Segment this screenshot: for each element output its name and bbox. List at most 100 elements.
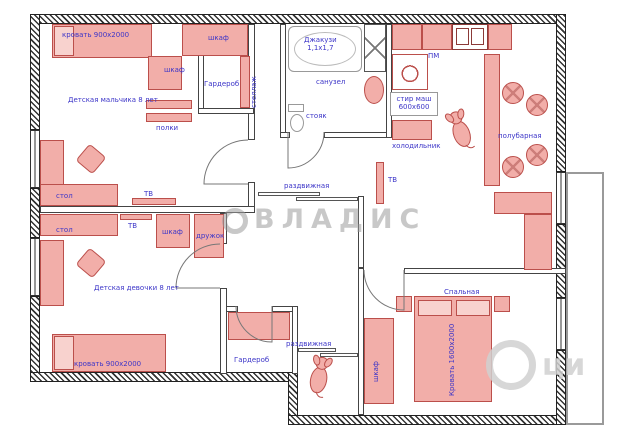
balcony-outline <box>566 172 604 425</box>
label-sliding-bottom: раздвижная <box>286 340 332 348</box>
shelf-1 <box>146 100 192 109</box>
toilet-tank <box>288 104 304 112</box>
sofa-section-top <box>494 192 552 214</box>
label-bed-girl: кровать 900x2000 <box>74 360 142 368</box>
label-wardrobe-girl: шкаф <box>162 228 183 236</box>
interior-wall-boycloset-bottom <box>198 108 254 114</box>
sofa-section-side <box>524 214 552 270</box>
label-shelves: полки <box>156 124 179 132</box>
dog-body <box>309 366 328 394</box>
window-left-1 <box>30 130 40 188</box>
desk-girl <box>40 214 118 236</box>
bar-stool-1 <box>502 82 524 104</box>
wall-bottom-right <box>288 415 566 425</box>
label-room-bedroom: Спальная <box>444 288 480 296</box>
wall-bottom-left <box>30 372 298 382</box>
window-left-2 <box>30 238 40 296</box>
bed-master-pillow-1 <box>418 300 452 316</box>
label-bed-master: Кровать 1600x2000 <box>448 323 456 396</box>
wardrobe-girl-tall <box>40 240 64 306</box>
interior-wall-closet-right <box>292 306 298 374</box>
jacuzzi-basin <box>294 32 356 66</box>
dog-tail <box>315 391 324 398</box>
dog-figure-kitchen <box>437 104 485 161</box>
wardrobe-master <box>364 318 394 404</box>
interior-wall-corridor-right <box>358 196 364 268</box>
interior-wall-bath-left <box>280 24 286 134</box>
label-tv-boy: ТВ <box>144 190 154 198</box>
nightstand-2 <box>494 296 510 312</box>
desk-boy-horizontal <box>40 184 118 206</box>
watermark-center: ВЛАДИС <box>254 204 427 235</box>
fridge <box>392 120 432 140</box>
interior-wall-bedroom-top <box>404 268 566 274</box>
label-sliding-top: раздвижная <box>284 182 330 190</box>
washer-size-box <box>390 92 438 116</box>
kitchen-cabinet-2 <box>422 24 452 50</box>
window-right-2 <box>556 298 566 350</box>
label-room-girl: Детская девочки 8 лет <box>94 284 179 292</box>
label-desk-girl: стол <box>56 226 73 234</box>
sliding-door-top-leaf-1 <box>258 192 320 196</box>
closet-shelf-strip <box>240 56 250 108</box>
dog-ear-right <box>324 357 333 368</box>
wardrobe-boy-small <box>148 56 182 90</box>
interior-wall-bedroom-left <box>358 268 364 415</box>
dog-ear-right <box>457 108 465 120</box>
kitchen-cabinet-1 <box>392 24 422 50</box>
tv-girl <box>120 214 152 220</box>
wall-left-middle <box>30 188 40 238</box>
bar-stool-3 <box>502 156 524 178</box>
label-wardrobe-master: шкаф <box>372 361 380 382</box>
label-closet-bottom: Гардероб <box>234 356 270 364</box>
label-dishwasher: ПМ <box>428 52 440 60</box>
washing-machine <box>392 54 428 90</box>
watermark-logo-ring <box>222 208 248 234</box>
bar-stool-2 <box>526 94 548 116</box>
wall-right-upper <box>556 14 566 172</box>
dog-ear-left <box>444 113 455 123</box>
tv-boy <box>132 198 176 205</box>
label-washer: стир маш 600x600 <box>396 95 432 112</box>
kitchen-sink-bowl-1 <box>456 28 469 45</box>
label-bar: полубарная <box>498 132 542 140</box>
kitchen-cabinet-3 <box>488 24 512 50</box>
kitchen-sink-bowl-2 <box>471 28 484 45</box>
label-wardrobe-small: шкаф <box>164 66 185 74</box>
wall-right-middle <box>556 224 566 298</box>
wardrobe-boy-top <box>182 24 248 56</box>
door-arc-boy-room <box>203 139 249 185</box>
label-bed-boy: кровать 900x2000 <box>62 31 130 39</box>
tv-living-stand <box>376 162 384 204</box>
interior-wall-bath-bottom-a <box>280 132 290 138</box>
label-pet-spot: дружок <box>196 232 225 240</box>
chair-girl <box>75 247 107 279</box>
label-tv-living: ТВ <box>388 176 398 184</box>
bar-counter <box>484 54 500 186</box>
sliding-door-bottom-leaf-2 <box>320 353 358 357</box>
label-tv-girl: ТВ <box>128 222 138 230</box>
duct-riser <box>364 24 386 72</box>
chair-boy <box>75 143 107 175</box>
sliding-door-top-leaf-2 <box>296 197 358 201</box>
bed-master-pillow-2 <box>456 300 490 316</box>
dog-tail <box>465 144 476 149</box>
wall-right-lower <box>556 350 566 425</box>
sliding-door-bottom-leaf-1 <box>298 348 336 352</box>
bed-boy-pillow <box>54 26 74 56</box>
interior-wall-girlroom-right-b <box>220 288 227 374</box>
label-fridge: холодильник <box>392 142 441 150</box>
wall-top <box>30 14 566 24</box>
label-riser: стояк <box>306 112 327 120</box>
label-wardrobe-top: шкаф <box>208 34 229 42</box>
label-room-boy: Детская мальчика 8 лет <box>68 96 158 104</box>
label-bathroom: санузел <box>316 78 346 86</box>
wardrobe-girl <box>156 214 190 248</box>
dog-figure-hall <box>297 351 340 405</box>
door-arc-bathroom <box>287 131 325 169</box>
shelf-2 <box>146 113 192 122</box>
toilet-bowl <box>290 114 304 132</box>
bathroom-sink <box>364 76 384 104</box>
window-right-1 <box>556 172 566 224</box>
interior-wall-bath-right <box>386 24 392 138</box>
